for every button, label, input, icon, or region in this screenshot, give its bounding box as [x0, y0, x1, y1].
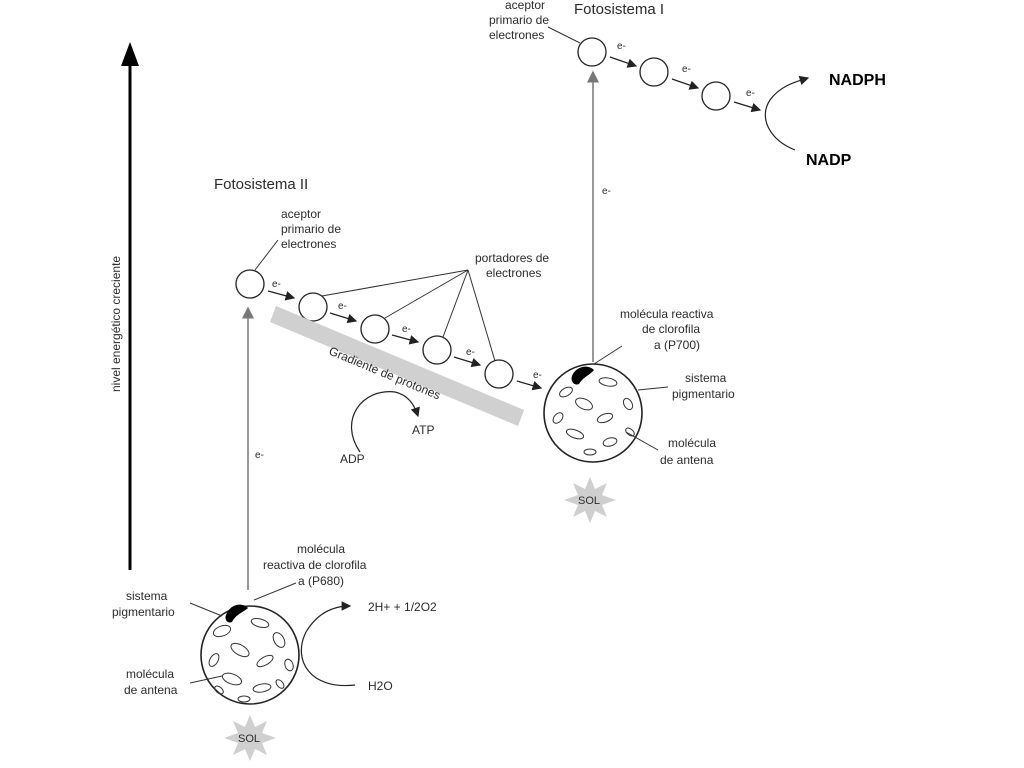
svg-text:e-: e-: [466, 347, 475, 358]
svg-text:pigmentario: pigmentario: [672, 387, 735, 401]
svg-text:portadores de: portadores de: [475, 251, 549, 265]
svg-text:a (P700): a (P700): [654, 338, 700, 352]
ps2-title: Fotosistema II: [214, 176, 308, 193]
svg-text:sistema: sistema: [126, 589, 168, 603]
svg-text:reactiva de clorofila: reactiva de clorofila: [263, 558, 367, 572]
ps2-excitation-arrow: e-: [242, 306, 264, 590]
ps2-reactive-label: molécula reactiva de clorofila a (P680): [263, 542, 367, 588]
svg-text:sistema: sistema: [685, 371, 727, 385]
svg-text:molécula: molécula: [668, 436, 716, 450]
electron-acceptor-circle: [235, 269, 265, 299]
svg-text:molécula: molécula: [126, 667, 174, 681]
svg-text:SOL: SOL: [578, 495, 600, 507]
svg-text:e-: e-: [746, 88, 755, 99]
energy-axis: nivel energético creciente: [109, 42, 139, 570]
svg-text:electrones: electrones: [486, 266, 541, 280]
electron-carrier-circle: [484, 359, 514, 389]
svg-text:e-: e-: [402, 324, 411, 335]
ps1-pigment-system: [543, 363, 643, 463]
nadp-label: NADP: [806, 152, 852, 169]
svg-text:SOL: SOL: [238, 733, 260, 745]
adp-label: ADP: [340, 452, 365, 466]
water-label: H2O: [368, 679, 393, 693]
ps1-title: Fotosistema I: [574, 1, 664, 18]
ps1-reactive-label: molécula reactiva de clorofila a (P700): [620, 307, 714, 352]
svg-text:aceptor: aceptor: [505, 0, 545, 12]
svg-text:de antena: de antena: [660, 453, 714, 467]
reactive-molecule-icon: [571, 366, 594, 385]
ps1-electron-chain: [577, 37, 731, 111]
svg-text:a (P680): a (P680): [298, 574, 344, 588]
ps1-acceptor-label: aceptor primario de electrones: [489, 0, 549, 42]
svg-text:e-: e-: [255, 450, 264, 461]
axis-label: nivel energético creciente: [109, 256, 123, 392]
svg-text:pigmentario: pigmentario: [112, 605, 175, 619]
svg-text:primario de: primario de: [489, 13, 549, 27]
proton-gradient-band: Gradiente de protones: [270, 306, 524, 426]
ps1-sun-icon: SOL: [564, 477, 616, 523]
ps2-electron-chain: [235, 269, 514, 389]
svg-text:primario de: primario de: [281, 222, 341, 236]
svg-text:electrones: electrones: [281, 237, 336, 251]
electron-acceptor-circle: [577, 37, 607, 67]
ps2-acceptor-label: aceptor primario de electrones: [281, 207, 341, 251]
ps2-pigment-system: [200, 604, 300, 705]
atp-label: ATP: [412, 423, 434, 437]
electron-carrier-circle: [298, 292, 328, 322]
svg-text:de clorofila: de clorofila: [642, 322, 700, 336]
water-splitting: 2H+ + 1/2O2 H2O: [300, 600, 437, 693]
ps2-pigment-label: sistema pigmentario: [112, 589, 175, 619]
svg-text:e-: e-: [602, 186, 611, 197]
atp-synthesis: ATP ADP: [340, 391, 434, 466]
svg-text:e-: e-: [272, 279, 281, 290]
svg-text:e-: e-: [338, 301, 347, 312]
svg-text:molécula: molécula: [297, 542, 345, 556]
svg-text:e-: e-: [533, 370, 542, 381]
ps2-antenna-label: molécula de antena: [124, 667, 178, 697]
ps1-pigment-label: sistema pigmentario: [672, 371, 735, 401]
reactive-molecule-icon: [225, 604, 248, 623]
electron-carrier-circle: [701, 81, 731, 111]
svg-text:e-: e-: [682, 64, 691, 75]
ps2-sun-icon: SOL: [224, 715, 276, 761]
electron-carrier-circle: [639, 57, 669, 87]
svg-text:de antena: de antena: [124, 683, 178, 697]
ps2-electron-labels: e- e- e- e- e-: [272, 279, 542, 381]
nadph-formation: NADPH NADP: [764, 72, 886, 169]
svg-text:aceptor: aceptor: [281, 207, 321, 221]
electron-carrier-circle: [360, 314, 390, 344]
svg-text:molécula reactiva: molécula reactiva: [620, 307, 714, 321]
carriers-label: portadores de electrones: [475, 251, 549, 280]
svg-text:e-: e-: [617, 41, 626, 52]
electron-carrier-circle: [422, 335, 452, 365]
ps1-antenna-label: molécula de antena: [660, 436, 716, 467]
nadph-label: NADPH: [829, 72, 886, 89]
svg-text:electrones: electrones: [489, 28, 544, 42]
water-products-label: 2H+ + 1/2O2: [368, 600, 437, 614]
ps1-electron-labels: e- e- e- e-: [602, 41, 755, 197]
